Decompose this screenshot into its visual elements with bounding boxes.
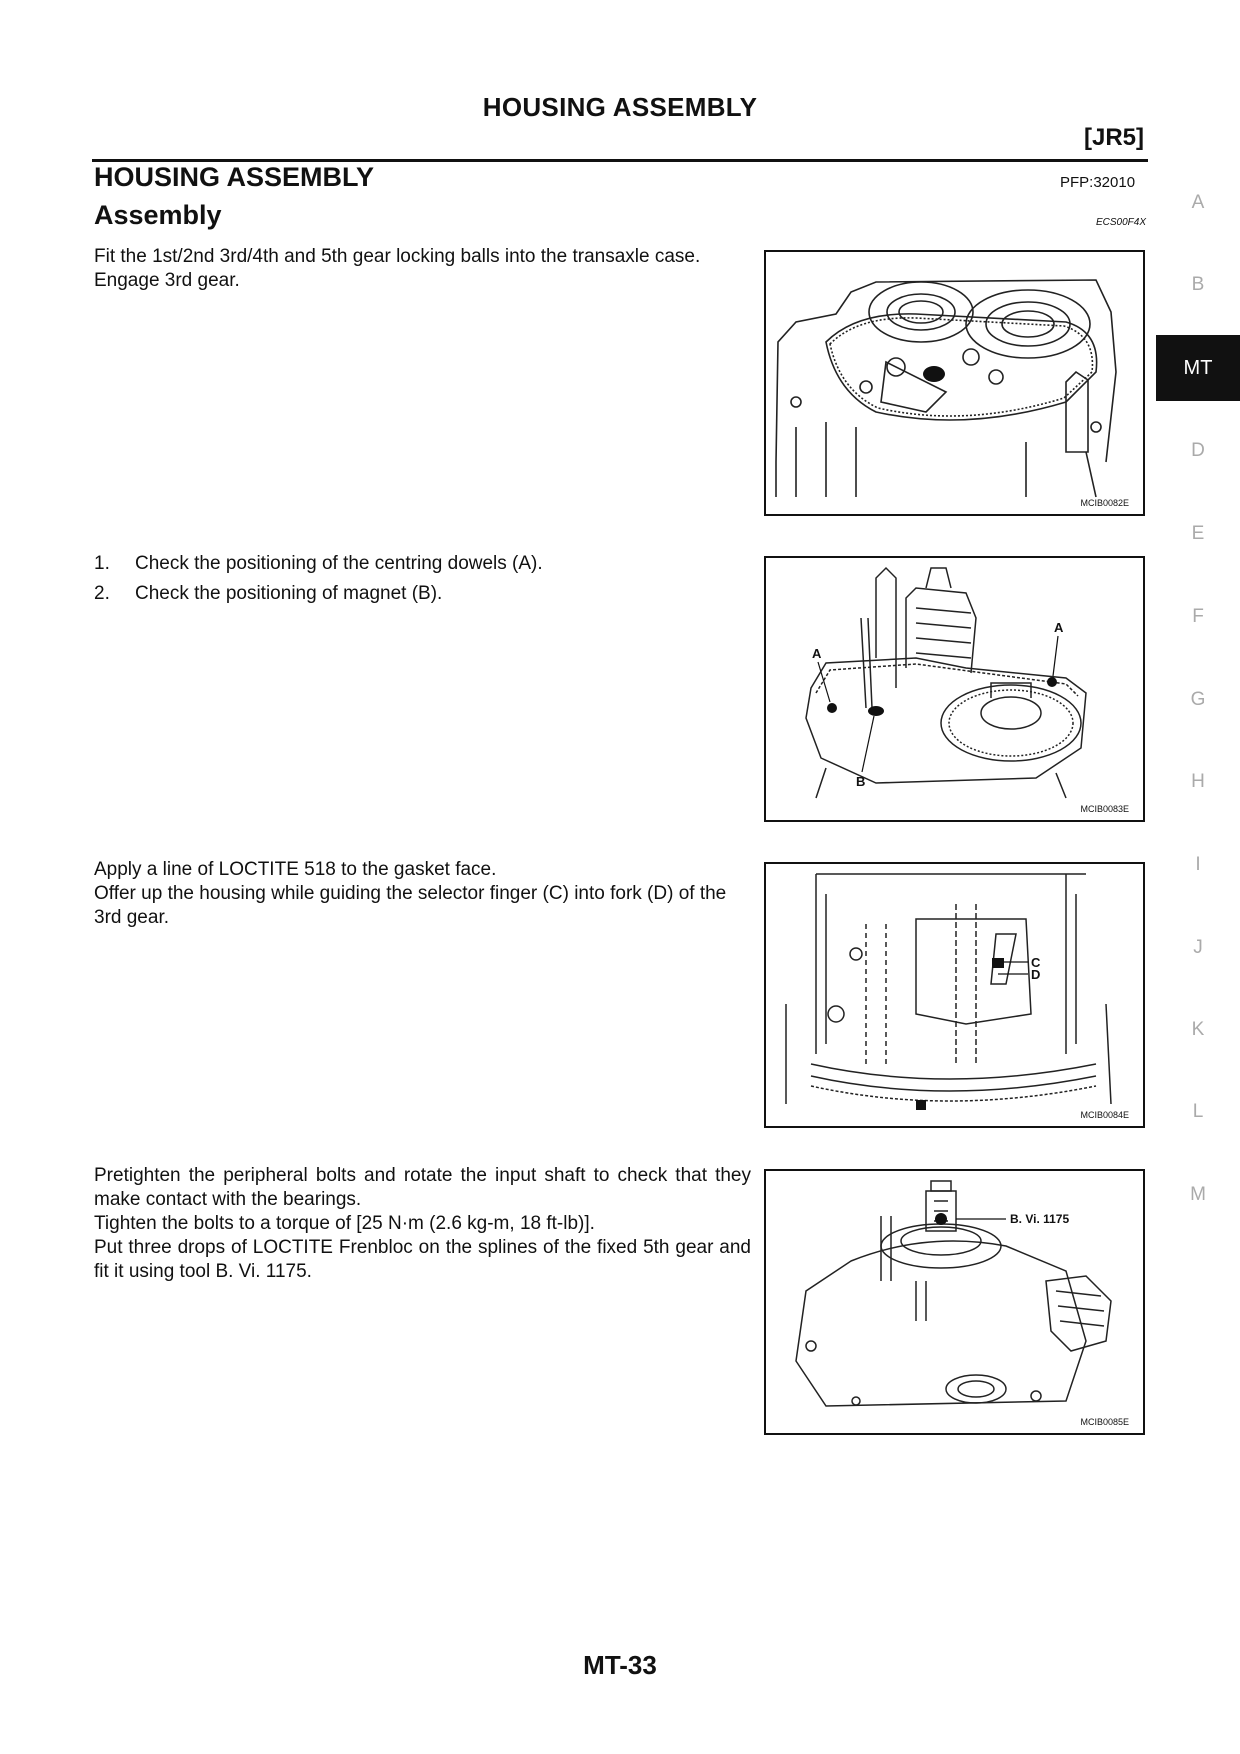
tab-h[interactable]: H	[1191, 771, 1205, 792]
transaxle-case-illustration	[775, 279, 1117, 498]
instruction-block-4: Pretighten the peripheral bolts and rota…	[94, 1164, 751, 1284]
callout-label: B	[856, 774, 865, 789]
figure-code: MCIB0082E	[1080, 498, 1129, 508]
tool-head	[935, 1213, 947, 1225]
figure-code: MCIB0083E	[1080, 804, 1129, 814]
tab-j[interactable]: J	[1193, 937, 1203, 958]
tab-m[interactable]: M	[1190, 1184, 1206, 1205]
part-number: PFP:32010	[1060, 174, 1136, 191]
callout-label: B. Vi. 1175	[1010, 1212, 1069, 1226]
tab-mt[interactable]: MT	[1156, 335, 1240, 401]
callout-label: D	[1031, 967, 1040, 982]
figure-dowels-magnet: A A B MCIB0083E	[764, 556, 1145, 822]
magnet	[868, 706, 884, 716]
instruction-text: Offer up the housing while guiding the s…	[94, 883, 727, 928]
selector-finger	[992, 958, 1004, 968]
figure-gear-locking-balls: MCIB0082E	[764, 250, 1145, 516]
tab-a[interactable]: A	[1191, 192, 1205, 213]
tab-g[interactable]: G	[1190, 689, 1206, 710]
document-id: ECS00F4X	[1096, 217, 1147, 228]
callout-label: A	[1054, 620, 1064, 635]
locking-ball	[923, 366, 945, 382]
subsection-title: Assembly	[94, 200, 222, 230]
figure-selector-finger: C D MCIB0084E	[764, 862, 1145, 1128]
centring-dowel	[1047, 677, 1057, 687]
section-index-tabs: A B MT D E F G H I J K L M	[1156, 0, 1240, 1754]
housing-selector-illustration: C D	[785, 873, 1112, 1110]
instruction-text: Apply a line of LOCTITE 518 to the gaske…	[94, 859, 497, 880]
fifth-gear-tool-illustration: B. Vi. 1175	[795, 1180, 1112, 1407]
instruction-block-3: Apply a line of LOCTITE 518 to the gaske…	[94, 858, 751, 930]
figure-code: MCIB0084E	[1080, 1110, 1129, 1120]
tab-f[interactable]: F	[1192, 606, 1204, 627]
figure-fifth-gear-tool: B. Vi. 1175 MCIB0085E	[764, 1169, 1145, 1435]
instruction-text: Pretighten the peripheral bolts and rota…	[94, 1165, 751, 1210]
header-rule	[92, 159, 1148, 162]
instruction-text: Tighten the bolts to a torque of [25 N·m…	[94, 1213, 595, 1234]
sealant-bead	[916, 1100, 926, 1110]
tab-i[interactable]: I	[1195, 854, 1201, 875]
step-text: Check the positioning of magnet (B).	[135, 583, 443, 604]
tab-l[interactable]: L	[1192, 1101, 1204, 1122]
step-number: 2.	[94, 583, 110, 604]
centring-dowel	[827, 703, 837, 713]
page-number: MT-33	[583, 1650, 657, 1680]
step-number: 1.	[94, 553, 110, 574]
instruction-text: Engage 3rd gear.	[94, 270, 240, 291]
step-item: 2. Check the positioning of magnet (B).	[94, 579, 751, 609]
callout-label: C	[1031, 955, 1041, 970]
section-title: HOUSING ASSEMBLY	[94, 162, 375, 192]
running-title: HOUSING ASSEMBLY	[482, 92, 758, 122]
instruction-text: Fit the 1st/2nd 3rd/4th and 5th gear loc…	[94, 246, 701, 267]
tab-e[interactable]: E	[1191, 523, 1205, 544]
instruction-block-1: Fit the 1st/2nd 3rd/4th and 5th gear loc…	[94, 245, 751, 293]
callout-label: A	[812, 646, 822, 661]
instruction-text: Put three drops of LOCTITE Frenbloc on t…	[94, 1237, 751, 1282]
step-item: 1. Check the positioning of the centring…	[94, 549, 751, 579]
instruction-block-2: 1. Check the positioning of the centring…	[94, 549, 751, 609]
tab-b[interactable]: B	[1191, 274, 1205, 295]
engine-code: [JR5]	[1083, 124, 1144, 151]
figure-code: MCIB0085E	[1080, 1417, 1129, 1427]
step-text: Check the positioning of the centring do…	[135, 553, 543, 574]
tab-d[interactable]: D	[1191, 440, 1205, 461]
tab-k[interactable]: K	[1191, 1019, 1205, 1040]
gear-train-illustration: A A B	[805, 566, 1087, 799]
